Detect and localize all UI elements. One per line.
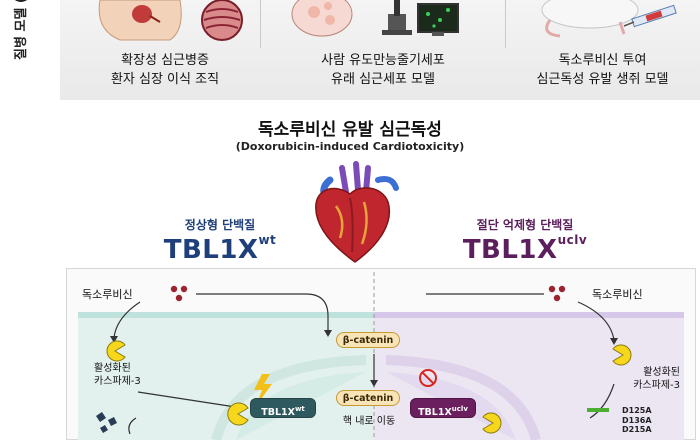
tbl1x-wt-protein: TBL1Xwt: [250, 398, 316, 418]
caspase-left-line2: 카스파제-3: [94, 376, 141, 387]
caspase-label-left: 활성화된 카스파제-3: [94, 362, 141, 388]
tbl1x-wt-sup: wt: [294, 405, 305, 413]
beta-catenin-nucleus: β-catenin: [336, 390, 400, 406]
doxorubicin-molecules-left: [170, 285, 188, 302]
side-label-box: 질병 모델 (Disease): [2, 0, 40, 62]
panel-divider-2: [505, 0, 506, 48]
diagram-title: 독소루비신 유발 심근독성: [258, 120, 442, 140]
panel-2-caption-line2: 유래 심근세포 모델: [331, 72, 435, 87]
left-protein-label: TBL1Xwt: [150, 233, 290, 265]
panel-2-caption-line1: 사람 유도만능줄기세포: [321, 53, 445, 68]
caspase-right-line1: 활성화된: [643, 367, 680, 378]
doxorubicin-label-right: 독소루비신: [592, 288, 643, 301]
beta-catenin-cytoplasm: β-catenin: [336, 332, 400, 348]
left-protein-name: TBL1X: [163, 235, 259, 265]
right-protein-sup: uclv: [557, 233, 588, 247]
mouse-injection-illustration: [541, 0, 677, 38]
patient-heart-tissue-illustration: [98, 0, 243, 41]
heart-icon: [315, 161, 399, 263]
left-protein-sup: wt: [258, 233, 277, 247]
caspase-3-blocked-icon: [482, 412, 502, 434]
panel-3-caption: 독소루비신 투여 심근독성 유발 생쥐 모델: [505, 51, 700, 89]
panel-1-caption-line1: 확장성 심근병증: [121, 53, 209, 68]
tbl1x-uclv-protein: TBL1Xuclv: [410, 398, 476, 418]
diagram-subtitle: (Doxorubicin-induced Cardiotoxicity): [235, 140, 465, 153]
mutation-2: D136A: [622, 415, 652, 425]
panel-divider-1: [260, 0, 261, 48]
ipsc-cardiomyocyte-illustration: [291, 0, 459, 37]
panel-1-caption: 확장성 심근병증 환자 심장 이식 조직: [80, 51, 250, 89]
panel-2-caption: 사람 유도만능줄기세포 유래 심근세포 모델: [268, 51, 498, 89]
panel-3-caption-line2: 심근독성 유발 생쥐 모델: [536, 72, 669, 87]
caspase-label-right: 활성화된 카스파제-3: [598, 366, 680, 392]
side-label: 질병 모델 (Disease): [10, 0, 29, 60]
right-protein-type: 절단 억제형 단백질: [476, 218, 574, 232]
caspase-left-line1: 활성화된: [94, 363, 131, 374]
nuclear-translocation-label: 핵 내로 이동: [342, 416, 396, 427]
tbl1x-uclv-name: TBL1X: [418, 407, 452, 419]
panel-1-caption-line2: 환자 심장 이식 조직: [110, 72, 220, 87]
left-protein-type: 정상형 단백질: [184, 218, 256, 232]
tbl1x-wt-name: TBL1X: [261, 407, 295, 419]
caspase-3-icon-right: [612, 344, 632, 366]
caspase-3-on-tbl1x-wt-icon: [227, 402, 249, 426]
mechanism-background: [78, 272, 684, 440]
caspase-3-icon-left: [106, 340, 126, 362]
right-protein-name: TBL1X: [462, 235, 558, 265]
doxorubicin-molecules-right: [548, 285, 566, 302]
mutation-3: D215A: [622, 425, 652, 434]
right-protein-label: TBL1Xuclv: [440, 233, 610, 265]
tbl1x-uclv-sup: uclv: [451, 405, 468, 413]
caspase-right-line2: 카스파제-3: [633, 380, 680, 391]
mutation-1: D125A: [622, 406, 652, 415]
doxorubicin-label-left: 독소루비신: [82, 288, 133, 301]
panel-3-caption-line1: 독소루비신 투여: [558, 53, 647, 68]
mutation-list: D125A D136A D215A: [622, 406, 652, 435]
